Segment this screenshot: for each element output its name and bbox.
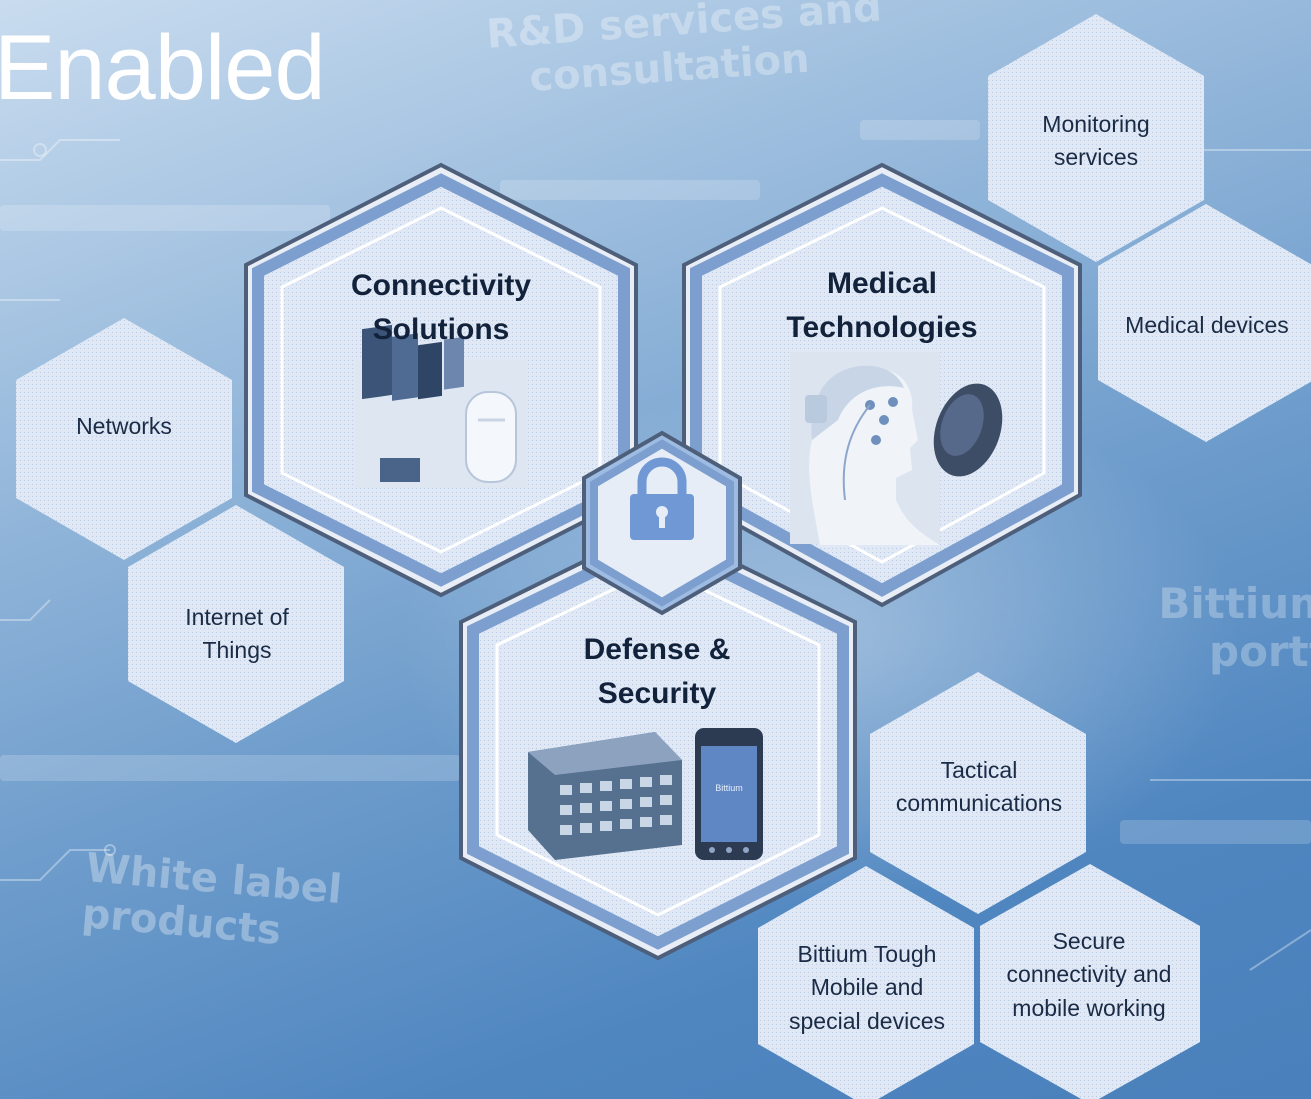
label-line: Technologies <box>786 310 978 344</box>
label-line: mobile working <box>1012 994 1166 1021</box>
label-line: Bittium Tough <box>797 941 937 967</box>
hex-tough-mobile[interactable] <box>758 866 974 1099</box>
label-line: Tactical <box>940 757 1018 783</box>
label-line: Security <box>597 676 717 710</box>
label-line: Medical <box>826 267 938 300</box>
label-line: Internet of <box>185 604 289 630</box>
connectivity-product-image <box>355 324 527 488</box>
padlock-icon <box>630 457 694 540</box>
iot-label: Internet of Things <box>147 601 327 668</box>
defense-label: Defense & Security <box>516 628 798 715</box>
medical-product-image <box>790 352 1003 545</box>
hex-networks[interactable] <box>16 318 232 560</box>
defense-product-image: Bittium <box>528 728 763 860</box>
medical-devices-label: Medical devices <box>1102 309 1311 342</box>
background-text-line: Bittium p <box>1158 579 1311 628</box>
connectivity-label: Connectivity Solutions <box>300 264 582 351</box>
monitoring-services-label: Monitoring services <box>1006 108 1186 175</box>
label-line: services <box>1053 144 1139 171</box>
label-line: connectivity and <box>1006 961 1172 988</box>
center-lock-hex <box>582 430 742 616</box>
tough-mobile-label: Bittium Tough Mobile and special devices <box>766 938 968 1038</box>
small-hex-group <box>16 14 1311 1099</box>
label-line: Monitoring <box>1042 111 1150 137</box>
label-line: Secure <box>1052 928 1126 954</box>
tactical-communications-label: Tactical communications <box>874 754 1084 821</box>
medical-label: Medical Technologies <box>741 262 1023 349</box>
slide-title: Enabled <box>0 17 326 119</box>
label-line: Things <box>202 637 272 664</box>
hex-tactical[interactable] <box>870 672 1086 914</box>
hex-secure[interactable] <box>980 864 1200 1099</box>
label-line: special devices <box>789 1007 945 1034</box>
label-line: Connectivity <box>350 269 532 302</box>
hex-monitoring[interactable] <box>988 14 1204 262</box>
background-text-line: portf <box>1209 627 1311 677</box>
label-line: Networks <box>76 413 172 439</box>
label-line: Defense & <box>583 633 731 666</box>
background-text-bittium: Bittium p portf <box>1108 579 1311 677</box>
phone-brand-label: Bittium <box>715 783 743 793</box>
hex-medical-devices[interactable] <box>1098 204 1311 442</box>
networks-label: Networks <box>34 410 214 443</box>
secure-connectivity-label: Secure connectivity and mobile working <box>986 925 1192 1025</box>
label-line: Mobile and <box>810 974 924 1001</box>
label-line: communications <box>895 790 1063 817</box>
label-line: Medical devices <box>1125 312 1289 338</box>
hex-iot[interactable] <box>128 505 344 743</box>
label-line: Solutions <box>372 312 510 346</box>
